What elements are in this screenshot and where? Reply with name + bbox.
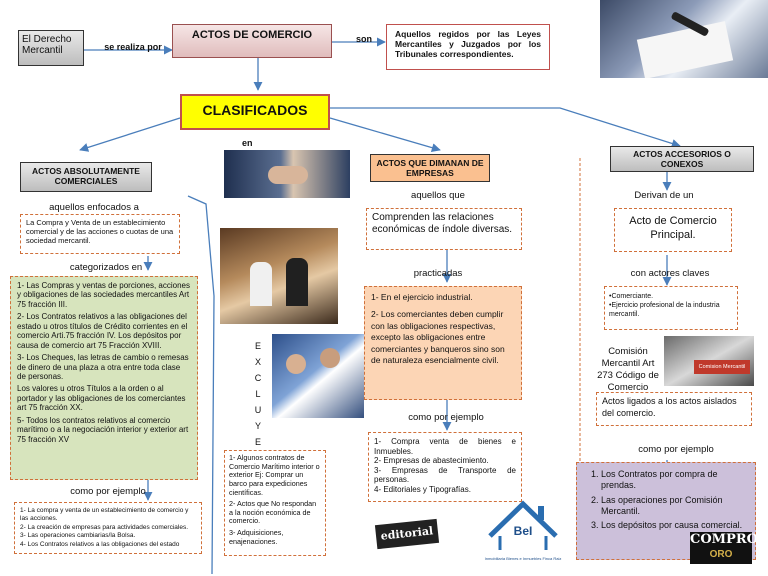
son-label: son xyxy=(356,34,373,44)
col3-actors-box: •Comerciante. •Ejercicio profesional de … xyxy=(604,286,738,330)
col3-example-label: como por ejemplo xyxy=(638,444,714,455)
traders-photo xyxy=(272,334,364,418)
clasificados-box: CLASIFICADOS xyxy=(180,94,330,130)
col3-example: Los Contratos por compra de prendas. xyxy=(601,469,749,492)
col3-examples-list: Los Contratos por compra de prendas. Las… xyxy=(579,469,749,531)
col1-examples-box: 1- La compra y venta de un establecimien… xyxy=(14,502,202,554)
col3-sublabel: Derivan de un xyxy=(634,190,694,201)
comision-sign: Comision Mercantil xyxy=(694,360,750,374)
col1-item: 2- Los Contratos relativos a las obligac… xyxy=(17,312,188,350)
comision-photo: Comision Mercantil xyxy=(664,336,754,386)
col1-example-label: como por ejemplo xyxy=(70,486,146,497)
derecho-mercantil-box: El Derecho Mercantil xyxy=(18,30,84,66)
col2-example: 1- Compra venta de bienes e Inmuebles. xyxy=(374,437,516,456)
bei-logo: BeI Inmobiliaria Bienes e Inmuebles Finc… xyxy=(480,496,566,574)
col1-items-box: 1- Las Compras y ventas de porciones, ac… xyxy=(10,276,198,480)
en-label: en xyxy=(242,138,253,148)
col1-header: ACTOS ABSOLUTAMENTE COMERCIALES xyxy=(20,162,152,192)
shop-photo xyxy=(220,228,338,324)
bei-logo-text: BeI xyxy=(513,524,533,538)
house-icon xyxy=(488,500,558,550)
excluye-letter: C xyxy=(254,373,262,383)
actos-de-comercio-title: ACTOS DE COMERCIO xyxy=(172,24,332,58)
col1-item: 3- Los Cheques, las letras de cambio o r… xyxy=(17,353,189,381)
col3-commission: Comisión Mercantil Art 273 Código de Com… xyxy=(597,346,659,393)
col1-example: 1- La compra y venta de un establecimien… xyxy=(20,507,189,523)
col1-item: 1- Las Compras y ventas de porciones, ac… xyxy=(17,281,190,309)
excluye-letter: E xyxy=(254,341,261,351)
col2-practiced-label: practicadas xyxy=(413,268,463,279)
col3-actor: •Comerciante. xyxy=(609,293,654,300)
col1-item: 5- Todos los contratos relativos al come… xyxy=(17,415,189,444)
col3-actors-label: con actores claves xyxy=(630,268,710,279)
excluded-box: 1- Algunos contratos de Comercio Marítim… xyxy=(224,450,326,556)
col1-sublabel: aquellos enfocados a xyxy=(49,202,139,213)
col2-header: ACTOS QUE DIMANAN DE EMPRESAS xyxy=(370,154,490,182)
col2-practiced-item: 1- En el ejercicio industrial. xyxy=(371,292,473,302)
excluye-letter: Y xyxy=(254,421,261,431)
col2-example-label: como por ejemplo xyxy=(408,412,484,423)
excluded-item: 1- Algunos contratos de Comercio Marítim… xyxy=(229,453,320,497)
col1-focus-box: La Compra y Venta de un establecimiento … xyxy=(20,214,180,254)
excluded-item: 2- Actos que No respondan a la noción ec… xyxy=(229,499,317,526)
bei-caption: Inmobiliaria Bienes e Inmuebles Finca Ra… xyxy=(484,556,562,561)
col3-example: Los depósitos por causa comercial. xyxy=(601,520,749,531)
derecho-mercantil-label: El Derecho Mercantil xyxy=(22,34,72,56)
col2-desc-box: Comprenden las relaciones económicas de … xyxy=(366,208,522,250)
col2-sublabel: aquellos que xyxy=(411,190,465,201)
handshake-photo xyxy=(224,150,350,198)
excluye-letter: U xyxy=(254,405,262,415)
excluye-letter: X xyxy=(254,357,261,367)
col3-actor: •Ejercicio profesional de la industria m… xyxy=(609,302,720,319)
compro-text: COMPRO xyxy=(690,532,758,547)
signing-photo xyxy=(600,0,768,78)
col2-example: 3- Empresas de Transporte de personas. xyxy=(374,465,516,485)
definition-box: Aquellos regidos por las Leyes Mercantil… xyxy=(386,24,550,70)
col2-practiced-item: 2- Los comerciantes deben cumplir con la… xyxy=(371,309,505,366)
col1-example: 3- Las operaciones cambiarias/la Bolsa. xyxy=(20,532,136,540)
excluye-vertical: E X C L U Y E xyxy=(252,338,264,450)
col2-example: 4- Editoriales y Tipografías. xyxy=(374,484,471,494)
col3-header: ACTOS ACCESORIOS O CONEXOS xyxy=(610,146,754,172)
col1-categorized-label: categorizados en xyxy=(69,262,143,273)
col1-example: 2- La creación de empresas para activida… xyxy=(20,523,189,531)
col2-example: 2- Empresas de abastecimiento. xyxy=(374,456,489,466)
col2-examples-box: 1- Compra venta de bienes e Inmuebles. 2… xyxy=(368,432,522,502)
compro-oro-logo: COMPRO ORO xyxy=(690,532,758,564)
oro-text: ORO xyxy=(709,549,733,560)
col2-practiced-box: 1- En el ejercicio industrial. 2- Los co… xyxy=(364,286,522,400)
excluye-letter: L xyxy=(255,389,261,399)
col1-example: 4- Los Contratos relativos a las obligac… xyxy=(20,540,180,548)
se-realiza-por-label: se realiza por xyxy=(104,42,162,52)
excluded-item: 3- Adquisiciones, enajenaciones. xyxy=(229,528,284,546)
col3-principal-box: Acto de Comercio Principal. xyxy=(614,208,732,252)
excluye-letter: E xyxy=(254,437,261,447)
col1-item: Los valores u otros Títulos a la orden o… xyxy=(17,384,186,413)
col3-linked-box: Actos ligados a los actos aislados del c… xyxy=(596,392,752,426)
col3-example: Las operaciones por Comisión Mercantil. xyxy=(601,495,749,518)
